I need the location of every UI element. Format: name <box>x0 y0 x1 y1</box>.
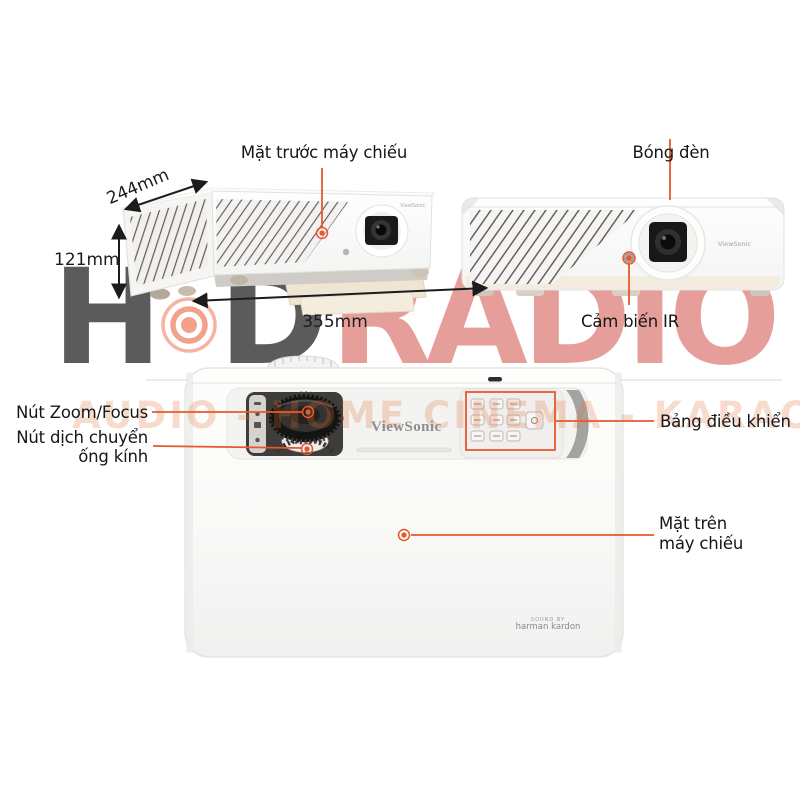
control-panel-buttons[interactable] <box>470 398 544 442</box>
front-sensor <box>342 248 350 256</box>
lens-shift-ring <box>275 437 335 454</box>
lens-shift-line <box>152 445 302 449</box>
callout-dots <box>300 226 636 542</box>
corner-cap <box>766 198 784 216</box>
label-front-face: Mặt trước máy chiếu <box>240 143 408 162</box>
label-lamp: Bóng đèn <box>632 143 710 162</box>
dial-highlight <box>276 399 334 408</box>
label-control-panel: Bảng điều khiển <box>660 412 791 431</box>
projector-3d-view <box>122 187 435 316</box>
label-ir-sensor: Cảm biến IR <box>581 312 679 331</box>
projector-front-view <box>461 197 785 296</box>
foot <box>150 288 170 300</box>
side-vent-grille <box>130 199 208 286</box>
brand-viewsonic-3d: ViewSonic <box>400 203 426 209</box>
audio-partner-prefix: SOUND BY <box>530 617 566 623</box>
width-arrow <box>191 280 489 309</box>
audio-partner-name: harman kardon <box>515 622 581 632</box>
zoom-focus-dial-cap <box>290 406 320 424</box>
focus-dial-bump <box>266 355 340 370</box>
foot <box>230 275 248 285</box>
focus-dial-ribs <box>274 356 332 367</box>
label-top-face-line2: máy chiếu <box>659 534 744 553</box>
corner-cap <box>462 198 480 216</box>
front-vent-grille <box>470 210 640 284</box>
callout-lines <box>152 139 671 536</box>
label-lens-shift-line1: Nút dịch chuyển <box>16 428 148 447</box>
lens-highlight <box>376 225 380 229</box>
zoom-focus-dial-knurl <box>266 391 344 445</box>
right-edge-shade <box>615 372 622 653</box>
status-slot <box>488 377 502 382</box>
label-zoom-focus: Nút Zoom/Focus <box>16 403 148 422</box>
front-vent-grille <box>216 199 348 267</box>
left-edge-shade <box>186 372 193 653</box>
brand-viewsonic-front: ViewSonic <box>718 240 752 248</box>
label-top-face-line1: Mặt trên <box>659 514 727 533</box>
depth-arrow <box>123 178 209 213</box>
dimension-height: 121mm <box>54 250 120 270</box>
label-lens-shift-line2: ống kính <box>78 447 148 466</box>
foot <box>411 267 429 277</box>
foot <box>178 286 196 296</box>
audio-partner-mark: SOUND BY harman kardon <box>507 617 589 632</box>
dimension-width: 355mm <box>302 312 368 332</box>
projector-top-view <box>184 355 624 658</box>
brand-viewsonic-top: ViewSonic <box>371 419 442 435</box>
deck-slot <box>356 447 452 452</box>
watermark-lens-icon <box>161 297 218 353</box>
lens-highlight <box>662 236 666 240</box>
deck-right-shadow <box>566 390 589 458</box>
dimension-arrows <box>111 178 489 309</box>
control-panel-glyphs <box>474 403 538 437</box>
